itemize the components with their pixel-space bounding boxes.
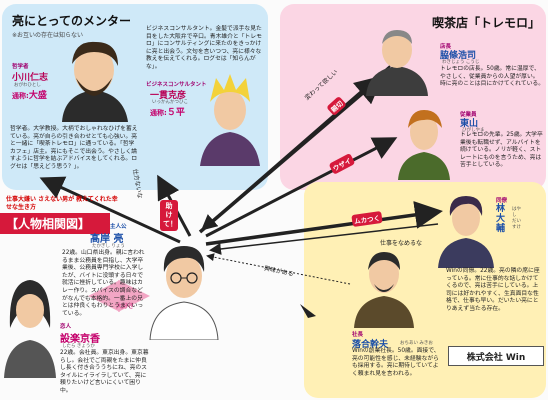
higashiyama-portrait bbox=[398, 110, 450, 180]
company-title: 株式会社 Win bbox=[448, 346, 544, 366]
mentor-title: 亮にとってのメンター bbox=[12, 14, 132, 28]
higashiyama-role: 従業員 bbox=[460, 112, 477, 118]
kumihiro-role: ビジネスコンサルタント bbox=[146, 82, 207, 88]
ryo-portrait bbox=[149, 246, 219, 340]
hayashi-name: 林 大輔 bbox=[496, 204, 506, 234]
arrow-ochiai-to-ryo bbox=[206, 253, 351, 285]
hayashi-portrait bbox=[438, 196, 494, 268]
higashiyama-ruby: ひがしやま bbox=[462, 128, 485, 133]
help-badge: 助けて！ bbox=[160, 200, 178, 231]
ochiai-desc: Winの創業社長。50歳。面接で、亮の可能性を感じ、未経験ながらも採用する。亮に… bbox=[352, 348, 440, 377]
ochiai-role: 社長 bbox=[352, 332, 364, 338]
naito-role: 店長 bbox=[440, 44, 452, 50]
kyoko-label: 恋人 bbox=[60, 324, 72, 330]
arrow-ryo-to-higashiyama bbox=[205, 137, 398, 238]
higashiyama-name: 東山 bbox=[460, 119, 479, 129]
small-pointer bbox=[300, 304, 316, 318]
hayashi-role: 同僚 bbox=[496, 198, 508, 204]
kyoko-desc: 22歳。会社員。東京出身。東京暮らし。会社でご両親をたまに仲良し長く付き合ううち… bbox=[60, 350, 149, 394]
ryo-label: 主人公 bbox=[110, 224, 127, 230]
hayashi-ruby: はやし だいすけ bbox=[512, 207, 521, 230]
kyoko-ruby: したら きょうか bbox=[62, 344, 95, 349]
naito-ruby: わきじょう こうじ bbox=[442, 60, 480, 65]
kumihiro-nickname: 通称:５平 bbox=[150, 108, 185, 118]
ogawa-role: 哲学者 bbox=[12, 64, 29, 70]
chart-title-block: 仕事大嫌い さえない男が 教えてくれた幸せな生き方 【人物相関図】 bbox=[0, 196, 120, 234]
chart-title: 【人物相関図】 bbox=[0, 213, 110, 234]
kumihiro-name: 一貫克彦 bbox=[150, 91, 187, 101]
naito-desc: トレモロの店長。50歳。常に温厚で、やさしく、従業員からの人望が厚い。時に亮のこ… bbox=[440, 66, 544, 88]
kumihiro-ruby: いっかんかつひこ bbox=[152, 100, 188, 105]
naito-portrait bbox=[366, 30, 428, 96]
ochiai-portrait bbox=[354, 252, 414, 328]
kyoko-portrait bbox=[4, 280, 56, 378]
arrow-naito-to-ryo bbox=[200, 65, 391, 231]
kyoko-name: 設楽京香 bbox=[60, 334, 100, 345]
ogawa-nickname: 通称:大盛 bbox=[12, 91, 47, 101]
ogawa-desc: 哲学者。大学教授。大柄でおしゃれなひげを蓄えている。亮が自らの引き合わせとても心… bbox=[10, 126, 138, 170]
mentor-note: ※お互いの存在は知らない bbox=[12, 32, 84, 39]
cafe-title: 喫茶店「トレモロ」 bbox=[432, 16, 541, 30]
ryo-desc: 22歳。山口県出身。親に言われるまま公務員を目指し、大学卒業後、公務員専門学校に… bbox=[62, 250, 145, 317]
ochiai-name: 落合幹夫 bbox=[352, 340, 389, 350]
chart-subtitle: 仕事大嫌い さえない男が 教えてくれた幸せな生き方 bbox=[6, 196, 118, 211]
hayashi-desc: Winの同僚。22歳。亮の隣の席に座っている。常に仕事的な話しかけてくるので、亮… bbox=[446, 268, 540, 312]
love-label: 大好き bbox=[116, 303, 135, 310]
higashiyama-desc: トレモロの先輩。25歳。大学卒業後も転職せず、アルバイトを続けている。ノリが軽く… bbox=[460, 132, 543, 169]
arrow-ryo-to-hayashi bbox=[205, 201, 443, 246]
kumihiro-portrait bbox=[200, 74, 260, 166]
ogawa-portrait bbox=[62, 41, 128, 122]
naito-name: 脇條浩司 bbox=[440, 51, 477, 61]
ochiai-ruby: おちあい みきお bbox=[400, 341, 433, 346]
ogawa-name: 小川仁志 bbox=[12, 73, 49, 83]
ryo-name: 髙岸 亮 bbox=[90, 234, 124, 245]
rival-label: 仕事をなめるな bbox=[380, 240, 423, 247]
ogawa-ruby: おがわひとし bbox=[14, 83, 41, 88]
arrow-hayashi-to-ryo bbox=[209, 223, 439, 255]
ryo-ruby: たかぎし りょう bbox=[92, 244, 125, 249]
kumihiro-desc: ビジネスコンサルタント。金髪で派手な見た目をした大阪弁で辛口。青木雄介と「トレモ… bbox=[146, 26, 262, 70]
